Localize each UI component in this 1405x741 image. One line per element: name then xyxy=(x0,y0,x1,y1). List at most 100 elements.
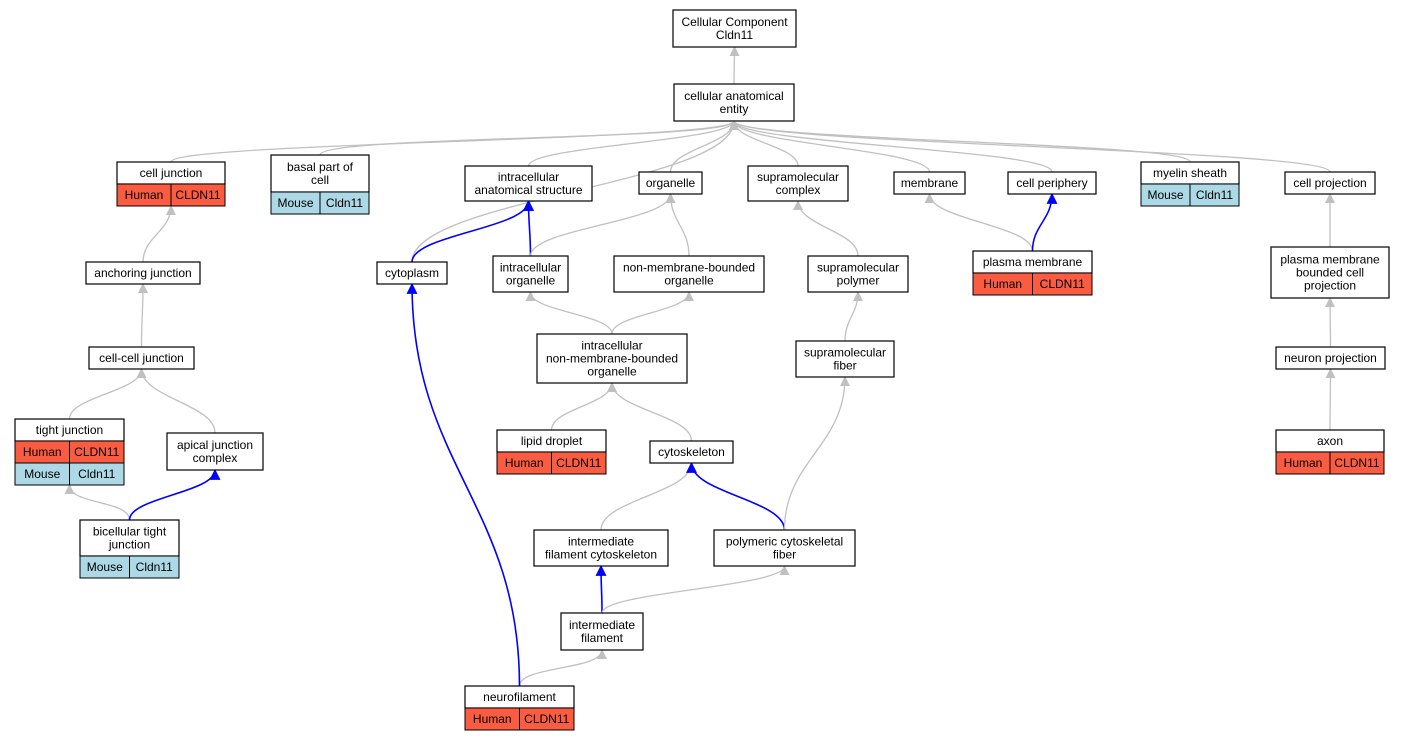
node-label: complex xyxy=(193,451,238,465)
edge-pcf-to-csk xyxy=(686,461,786,531)
svg-text:Mouse: Mouse xyxy=(87,560,123,574)
node-label: apical junction xyxy=(177,438,253,452)
node-org[interactable]: organelle xyxy=(638,171,703,195)
node-label: polymeric cytoskeletal xyxy=(726,535,843,549)
svg-text:Human: Human xyxy=(1284,456,1323,470)
node-label: bounded cell xyxy=(1296,266,1364,280)
svg-text:CLDN11: CLDN11 xyxy=(1040,277,1085,291)
node-box xyxy=(533,529,669,567)
node-label: filament xyxy=(581,631,624,645)
node-inmbo[interactable]: intracellularnon-membrane-boundedorganel… xyxy=(536,333,688,384)
node-cyto[interactable]: cytoplasm xyxy=(376,261,448,285)
edge-csk-to-inmbo xyxy=(607,382,693,442)
node-box xyxy=(893,171,966,195)
edge-btj-to-ajc xyxy=(128,468,221,521)
node-box xyxy=(88,346,195,370)
node-label: organelle xyxy=(506,274,556,288)
gene-cell: CLDN11 xyxy=(519,707,575,731)
node-box xyxy=(376,261,448,285)
node-label: myelin sheath xyxy=(1153,166,1227,180)
node-box xyxy=(1275,346,1386,370)
edge-np-to-pmbcp xyxy=(1325,297,1336,348)
node-box xyxy=(713,529,856,567)
gene-cell: CLDN11 xyxy=(1032,272,1093,296)
node-label: entity xyxy=(720,102,749,116)
edge-nf-to-cyto xyxy=(406,282,521,687)
node-box xyxy=(673,83,795,122)
edge-nf-to-if xyxy=(518,649,607,687)
node-cp[interactable]: cell periphery xyxy=(1007,171,1097,195)
node-label: intermediate xyxy=(568,535,634,549)
node-label: non-membrane-bounded xyxy=(546,352,678,366)
node-label: basal part of xyxy=(287,160,354,174)
node-mem[interactable]: membrane xyxy=(893,171,966,195)
edge-cp-to-cae xyxy=(729,120,1053,173)
svg-text:CLDN11: CLDN11 xyxy=(556,456,601,470)
svg-text:CLDN11: CLDN11 xyxy=(524,712,569,726)
svg-text:Cldn11: Cldn11 xyxy=(1196,188,1233,202)
node-np[interactable]: neuron projection xyxy=(1275,346,1386,370)
edge-io-to-ias xyxy=(523,199,535,257)
node-box xyxy=(166,432,264,471)
gene-cell: Cldn11 xyxy=(69,462,125,486)
node-box xyxy=(1270,246,1390,299)
node-label: cytoplasm xyxy=(385,266,439,280)
node-box xyxy=(492,255,569,293)
node-ccj[interactable]: cell-cell junction xyxy=(88,346,195,370)
node-cpr[interactable]: cell projection xyxy=(1284,171,1376,195)
svg-text:Human: Human xyxy=(125,188,164,202)
node-box xyxy=(649,440,734,464)
node-label: filament cytoskeleton xyxy=(545,548,657,562)
species-cell: Human xyxy=(116,183,172,207)
node-label: cellular anatomical xyxy=(684,89,783,103)
svg-text:Mouse: Mouse xyxy=(277,196,313,210)
node-label: fiber xyxy=(833,359,856,373)
node-label: plasma membrane xyxy=(983,255,1083,269)
node-label: cell periphery xyxy=(1016,176,1087,190)
svg-text:Cldn11: Cldn11 xyxy=(326,196,363,210)
node-label: cell-cell junction xyxy=(99,351,184,365)
edge-ifc-to-csk xyxy=(600,462,697,531)
svg-text:CLDN11: CLDN11 xyxy=(1334,456,1379,470)
edge-aj-to-cj xyxy=(142,205,176,263)
edge-smf-to-smp xyxy=(844,291,863,342)
node-csk[interactable]: cytoskeleton xyxy=(649,440,734,464)
svg-text:Cldn11: Cldn11 xyxy=(78,467,115,481)
edge-if-to-pcf xyxy=(601,565,790,614)
node-box xyxy=(270,154,370,193)
node-label: Cellular Component xyxy=(681,15,788,29)
edge-cpr-to-cae xyxy=(729,120,1331,173)
svg-text:Human: Human xyxy=(23,445,62,459)
node-label: cell junction xyxy=(140,166,203,180)
edge-inmbo-to-nmbo xyxy=(611,291,694,335)
svg-text:CLDN11: CLDN11 xyxy=(175,188,220,202)
edge-bpc-to-cae xyxy=(319,120,739,156)
species-cell: Mouse xyxy=(1140,183,1191,207)
edge-ias-to-cae xyxy=(527,120,739,167)
node-label: supramolecular xyxy=(804,346,886,360)
node-aj[interactable]: anchoring junction xyxy=(85,261,201,285)
gene-cell: Cldn11 xyxy=(129,555,180,579)
